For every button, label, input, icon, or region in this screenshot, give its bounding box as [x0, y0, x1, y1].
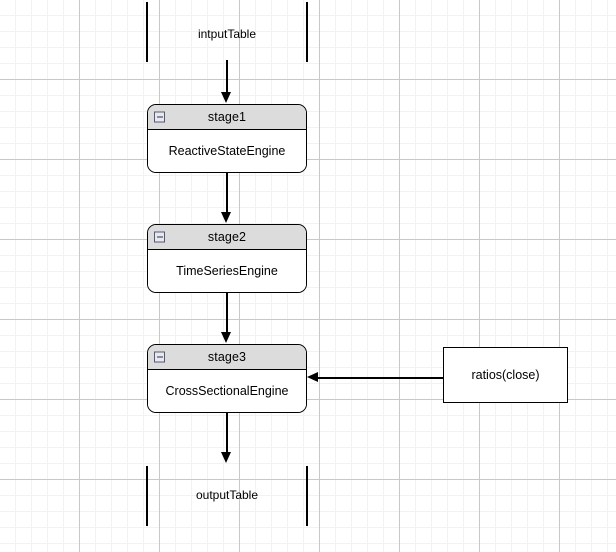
stage2-body: TimeSeriesEngine [148, 250, 306, 292]
output-boundary-bar-right [306, 466, 308, 526]
arrowhead-ratios-to-stage3 [307, 372, 318, 382]
arrowhead-stage3-to-output [221, 452, 231, 463]
connector-ratios-to-stage3 [318, 377, 443, 379]
node-ratios-label: ratios(close) [471, 368, 540, 382]
stage1-header: stage1 [148, 105, 306, 130]
connector-stage2-to-stage3 [226, 292, 228, 334]
input-boundary-bar-right [306, 2, 308, 62]
stage-box-stage2[interactable]: stage2 TimeSeriesEngine [147, 224, 307, 293]
stage3-header: stage3 [148, 345, 306, 370]
connector-stage1-to-stage2 [226, 172, 228, 214]
stage1-body-label: ReactiveStateEngine [168, 144, 286, 158]
arrowhead-stage2-to-stage3 [221, 332, 231, 343]
collapse-minus-icon[interactable] [154, 351, 165, 363]
stage2-header: stage2 [148, 225, 306, 250]
stage-box-stage3[interactable]: stage3 CrossSectionalEngine [147, 344, 307, 413]
stage-box-stage1[interactable]: stage1 ReactiveStateEngine [147, 104, 307, 173]
connector-stage3-to-output [226, 412, 228, 456]
node-ratios[interactable]: ratios(close) [443, 347, 568, 403]
connector-input-to-stage1 [226, 60, 228, 94]
collapse-minus-icon[interactable] [154, 231, 165, 243]
stage3-title: stage3 [207, 350, 247, 364]
collapse-minus-icon[interactable] [154, 111, 165, 123]
stage3-body-label: CrossSectionalEngine [165, 384, 289, 398]
stage1-title: stage1 [207, 110, 247, 124]
stage3-body: CrossSectionalEngine [148, 370, 306, 412]
stage1-body: ReactiveStateEngine [148, 130, 306, 172]
output-boundary-bar-left [146, 466, 148, 526]
input-table-label: intputTable [197, 27, 257, 41]
arrowhead-input-to-stage1 [221, 92, 231, 103]
stage2-title: stage2 [207, 230, 247, 244]
output-table-label: outputTable [195, 488, 259, 502]
arrowhead-stage1-to-stage2 [221, 212, 231, 223]
stage2-body-label: TimeSeriesEngine [176, 264, 278, 278]
input-boundary-bar-left [146, 2, 148, 62]
